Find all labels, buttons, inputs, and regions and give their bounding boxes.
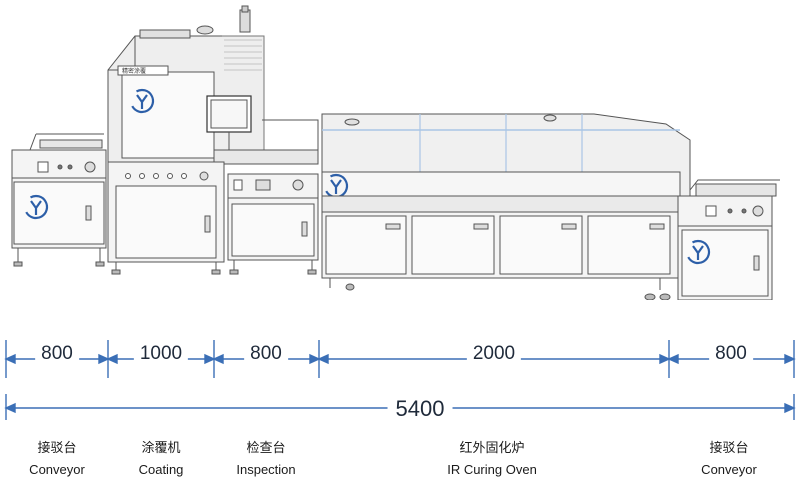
caption-coating: 涂覆机 Coating (139, 437, 184, 477)
caption-right-conveyor: 接驳台 Conveyor (701, 437, 757, 477)
dimension-label-coating: 1000 (133, 343, 189, 365)
inspection-table-unit (227, 173, 319, 275)
dial-knob-icon (84, 161, 96, 173)
caption-inspection: 检查台 Inspection (236, 437, 295, 477)
production-line-drawing: 精密涂覆 (11, 5, 780, 300)
right-conveyor-unit (677, 179, 780, 300)
caption-en: Inspection (236, 462, 296, 477)
ir-curing-oven-unit (319, 113, 691, 300)
caption-en: IR Curing Oven (447, 462, 537, 477)
dimension-label-right-conveyor: 800 (709, 343, 753, 365)
dimension-label-total: 5400 (387, 396, 453, 422)
dimension-label-left-conveyor: 800 (35, 343, 79, 365)
left-conveyor-unit (11, 133, 107, 267)
power-switch-icon (37, 161, 49, 173)
caption-en: Conveyor (29, 462, 85, 477)
caption-zh: 涂覆机 (141, 440, 181, 455)
caption-zh: 接驳台 (37, 440, 77, 455)
caption-zh: 检查台 (246, 440, 286, 455)
caption-zh: 红外固化炉 (459, 440, 525, 455)
caption-left-conveyor: 接驳台 Conveyor (29, 437, 85, 477)
caption-zh: 接驳台 (709, 440, 749, 455)
dimension-label-ir-oven: 2000 (466, 343, 522, 365)
dimension-label-inspection: 800 (244, 343, 288, 365)
caption-en: Conveyor (701, 462, 757, 477)
caption-ir-oven: 红外固化炉 IR Curing Oven (447, 437, 537, 477)
caption-en: Coating (138, 462, 184, 477)
coater-nameplate: 精密涂覆 (122, 67, 146, 75)
coating-machine-unit: 精密涂覆 (107, 5, 319, 275)
